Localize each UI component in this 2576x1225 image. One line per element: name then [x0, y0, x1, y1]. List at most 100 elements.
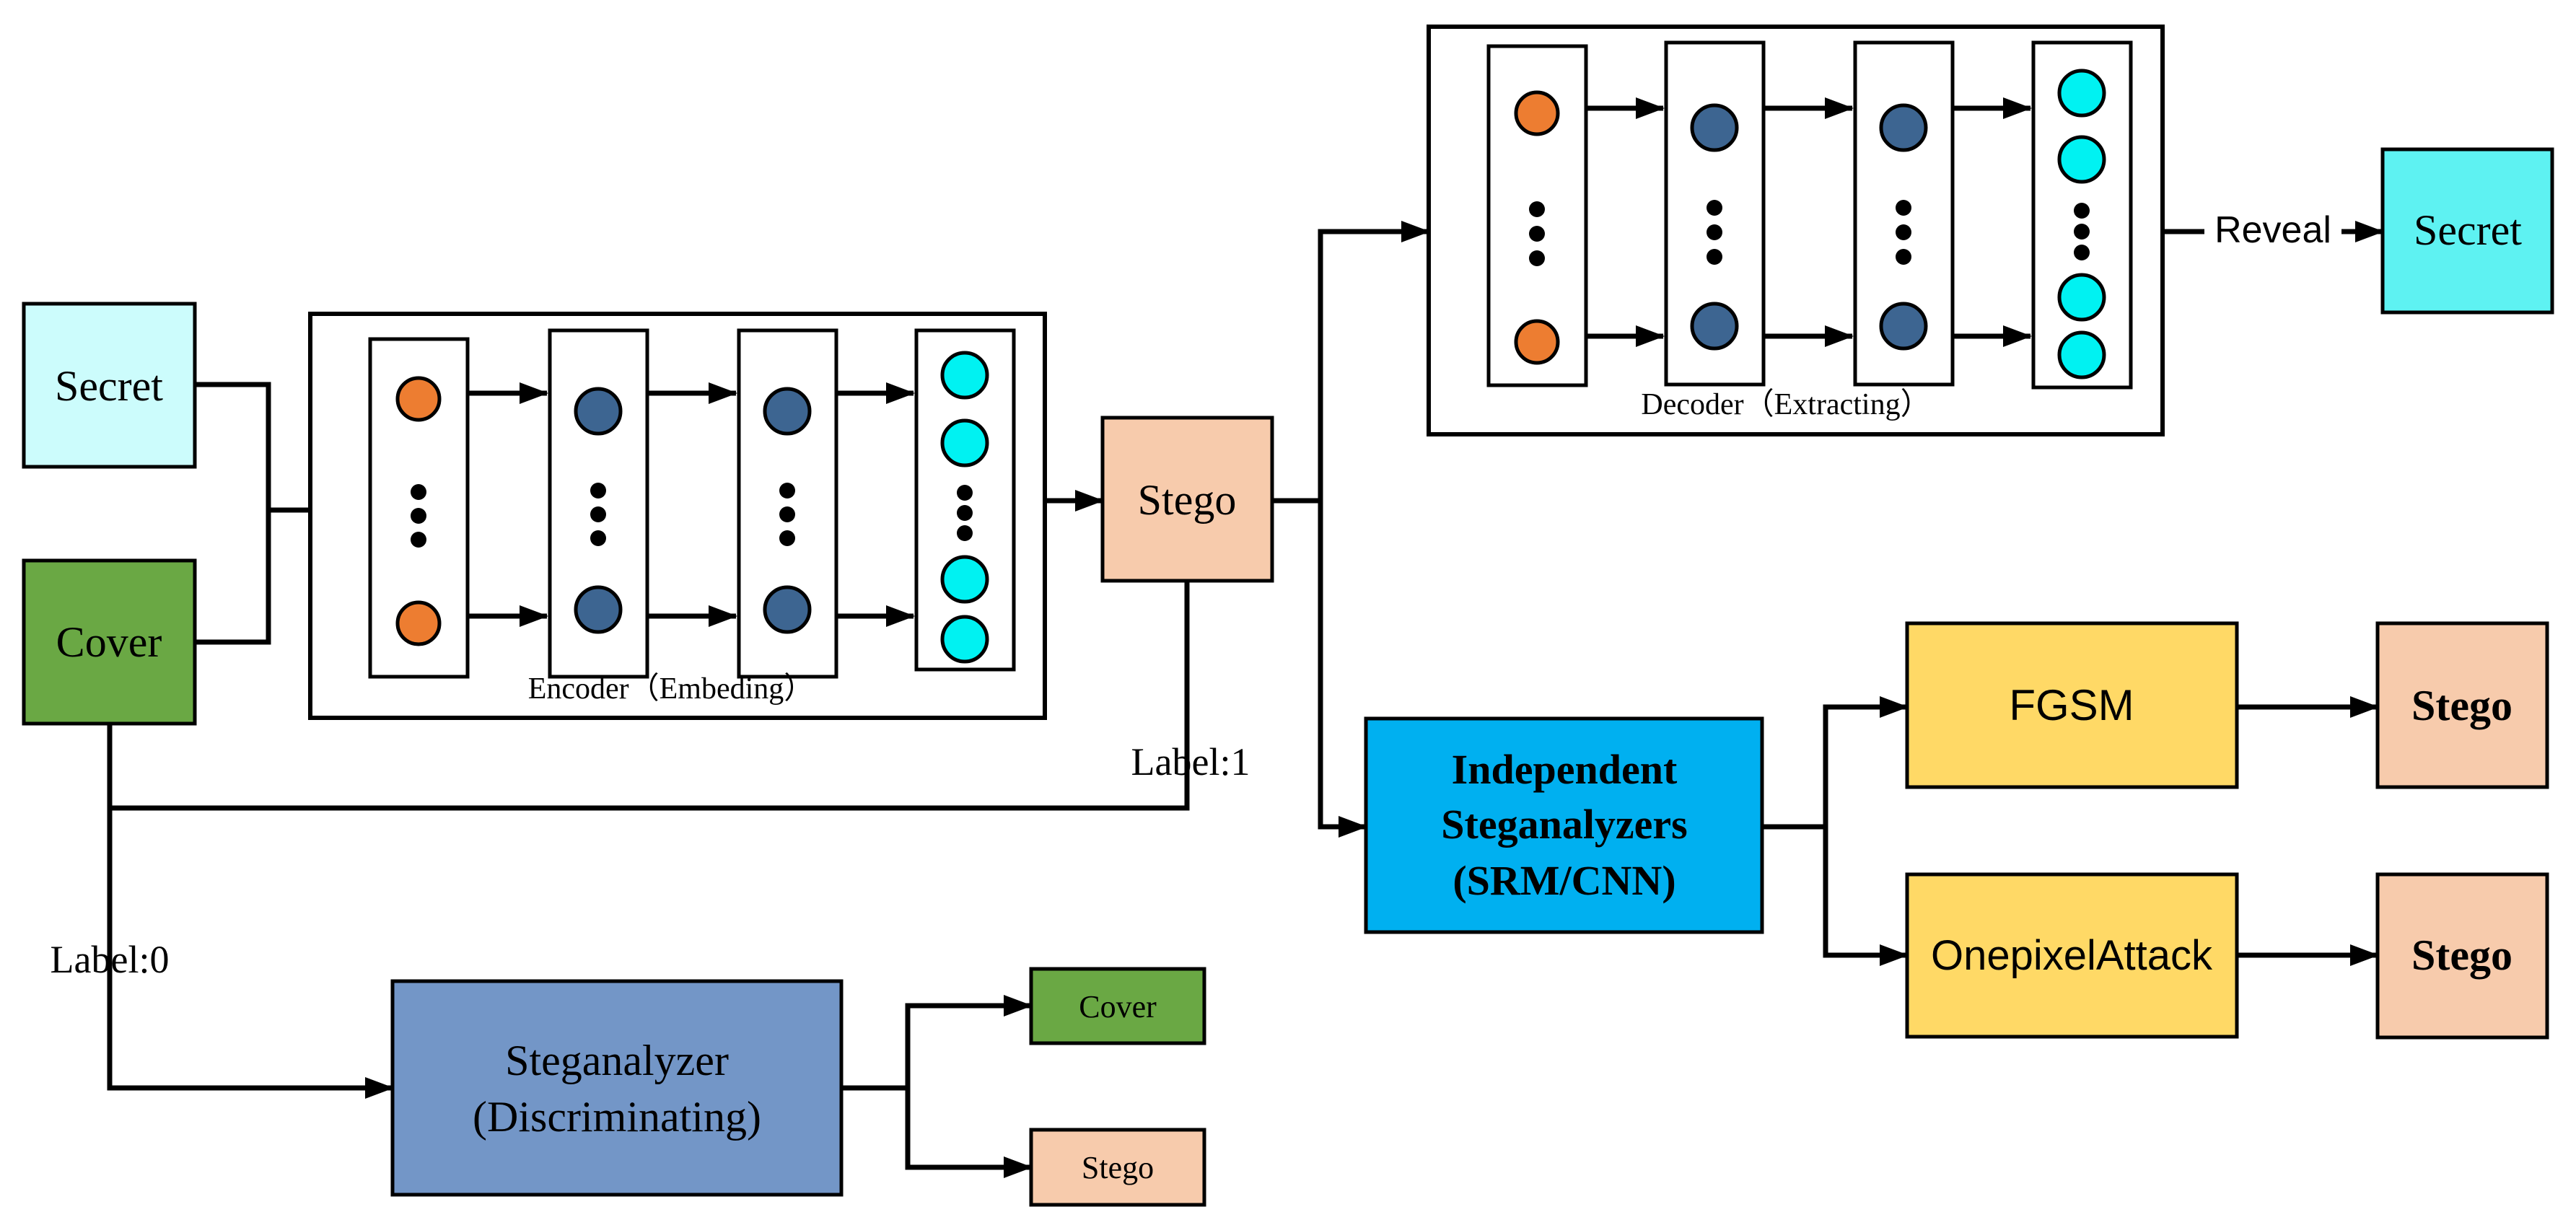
- decoder-node-cyan: [2057, 273, 2106, 322]
- cover-input-label: Cover: [56, 618, 162, 666]
- cover-label0-arrow: [107, 724, 394, 1099]
- independent-to-onepixel-arrow: [1823, 827, 1909, 966]
- ellipsis-dot: [957, 485, 973, 501]
- discriminator-stego-box: Stego: [1029, 1128, 1206, 1207]
- ellipsis-dot: [2074, 203, 2090, 219]
- ellipsis-dot: [590, 483, 606, 499]
- secret-output-label: Secret: [2414, 206, 2522, 254]
- decoder-node-orange: [1514, 90, 1560, 136]
- decoder-caption: Decoder（Extracting）: [1641, 388, 1930, 421]
- onepixel-label: OnepixelAttack: [1931, 932, 2213, 979]
- secret-input-label: Secret: [55, 362, 163, 410]
- cover-input-box: Cover: [22, 558, 197, 726]
- ellipsis-dot: [590, 506, 606, 522]
- encoder-node-orange: [395, 376, 442, 422]
- decoder-node-cyan: [2057, 69, 2106, 118]
- ellipsis-dot: [1707, 249, 1722, 265]
- discriminator-stego-rect: [1029, 1128, 1206, 1207]
- ellipsis-dot: [779, 530, 795, 546]
- encoder-node-blue: [763, 387, 812, 436]
- ellipsis-dot: [1529, 226, 1545, 242]
- encoder-node-cyan: [940, 351, 989, 400]
- discriminator-stego-label: Stego: [1082, 1150, 1154, 1185]
- independent-steganalyzers-rect: [1364, 716, 1764, 934]
- ellipsis-dot: [411, 532, 426, 548]
- decoder-node-blue: [1879, 103, 1928, 152]
- decoder-node-cyan: [2057, 135, 2106, 184]
- cover-to-encoder-line: [195, 510, 271, 645]
- decoder-block: Decoder（Extracting）: [1427, 25, 2165, 436]
- ellipsis-dot: [2074, 224, 2090, 240]
- label-1-text: Label:1: [1131, 740, 1250, 783]
- independent-line3: (SRM/CNN): [1453, 857, 1675, 904]
- steganalyzer-box: Steganalyzer (Discriminating): [390, 979, 844, 1197]
- secret-output-box: Secret: [2380, 147, 2554, 315]
- fgsm-stego-label: Stego: [2411, 682, 2513, 729]
- encoder-node-blue: [574, 387, 623, 436]
- decoder-node-blue: [1690, 103, 1739, 152]
- onepixel-stego-rect: [2375, 872, 2549, 1040]
- cover-input-rect: [22, 558, 197, 726]
- secret-output-rect: [2380, 147, 2554, 315]
- secret-input-box: Secret: [22, 302, 197, 469]
- steganalyzer-rect: [390, 979, 844, 1197]
- encoder-block: Encoder（Embeding）: [308, 312, 1047, 720]
- stego-to-independent-arrow: [1318, 501, 1367, 838]
- fgsm-stego-rect: [2375, 621, 2549, 789]
- ellipsis-dot: [590, 530, 606, 546]
- independent-line1: Independent: [1452, 746, 1678, 793]
- stego-to-decoder-arrow: [1318, 221, 1430, 501]
- ellipsis-dot: [1707, 224, 1722, 240]
- connectors: [107, 221, 2384, 1178]
- fgsm-rect: [1905, 621, 2239, 789]
- encoder-node-orange: [395, 600, 442, 646]
- secret-input-rect: [22, 302, 197, 469]
- steganalyzer-line2: (Discriminating): [473, 1093, 761, 1141]
- decoder-node-orange: [1514, 319, 1560, 365]
- ellipsis-dot: [1707, 200, 1722, 216]
- independent-line2: Steganalyzers: [1441, 801, 1688, 848]
- label-0-text: Label:0: [51, 938, 170, 981]
- ellipsis-dot: [957, 525, 973, 541]
- secret-to-encoder-line: [195, 382, 271, 510]
- stego-label1-line: [110, 581, 1190, 811]
- fgsm-stego-box: Stego: [2375, 621, 2549, 789]
- steganalyzer-line1: Steganalyzer: [505, 1037, 729, 1084]
- encoder-caption: Encoder（Embeding）: [528, 672, 815, 706]
- stego-box: Stego: [1100, 416, 1274, 583]
- discriminator-cover-box: Cover: [1029, 967, 1206, 1045]
- independent-to-fgsm-arrow: [1823, 696, 1909, 827]
- ellipsis-dot: [1529, 201, 1545, 217]
- steganalyzer-to-cover-arrow: [905, 995, 1033, 1088]
- onepixel-stego-box: Stego: [2375, 872, 2549, 1040]
- encoder-node-cyan: [940, 418, 989, 467]
- onepixel-stego-label: Stego: [2411, 931, 2513, 979]
- ellipsis-dot: [1896, 224, 1911, 240]
- stego-rect: [1100, 416, 1274, 583]
- ellipsis-dot: [2074, 245, 2090, 260]
- ellipsis-dot: [779, 506, 795, 522]
- ellipsis-dot: [1896, 249, 1911, 265]
- ellipsis-dot: [411, 508, 426, 524]
- decoder-node-cyan: [2057, 330, 2106, 379]
- encoder-node-cyan: [940, 615, 989, 664]
- onepixel-rect: [1905, 872, 2239, 1039]
- fgsm-label: FGSM: [2009, 681, 2134, 729]
- encoder-node-blue: [763, 585, 812, 634]
- ellipsis-dot: [411, 484, 426, 500]
- onepixel-box: OnepixelAttack: [1905, 872, 2239, 1039]
- ellipsis-dot: [1896, 200, 1911, 216]
- reveal-label: Reveal: [2214, 209, 2331, 251]
- encoder-node-blue: [574, 585, 623, 634]
- fgsm-box: FGSM: [1905, 621, 2239, 789]
- discriminator-cover-label: Cover: [1079, 989, 1157, 1024]
- encoder-node-cyan: [940, 555, 989, 604]
- steganalyzer-to-stego-arrow: [905, 1088, 1033, 1178]
- ellipsis-dot: [957, 505, 973, 521]
- stego-label: Stego: [1138, 476, 1237, 524]
- decoder-node-blue: [1690, 302, 1739, 351]
- ellipsis-dot: [779, 483, 795, 499]
- decoder-node-blue: [1879, 302, 1928, 351]
- discriminator-cover-rect: [1029, 967, 1206, 1045]
